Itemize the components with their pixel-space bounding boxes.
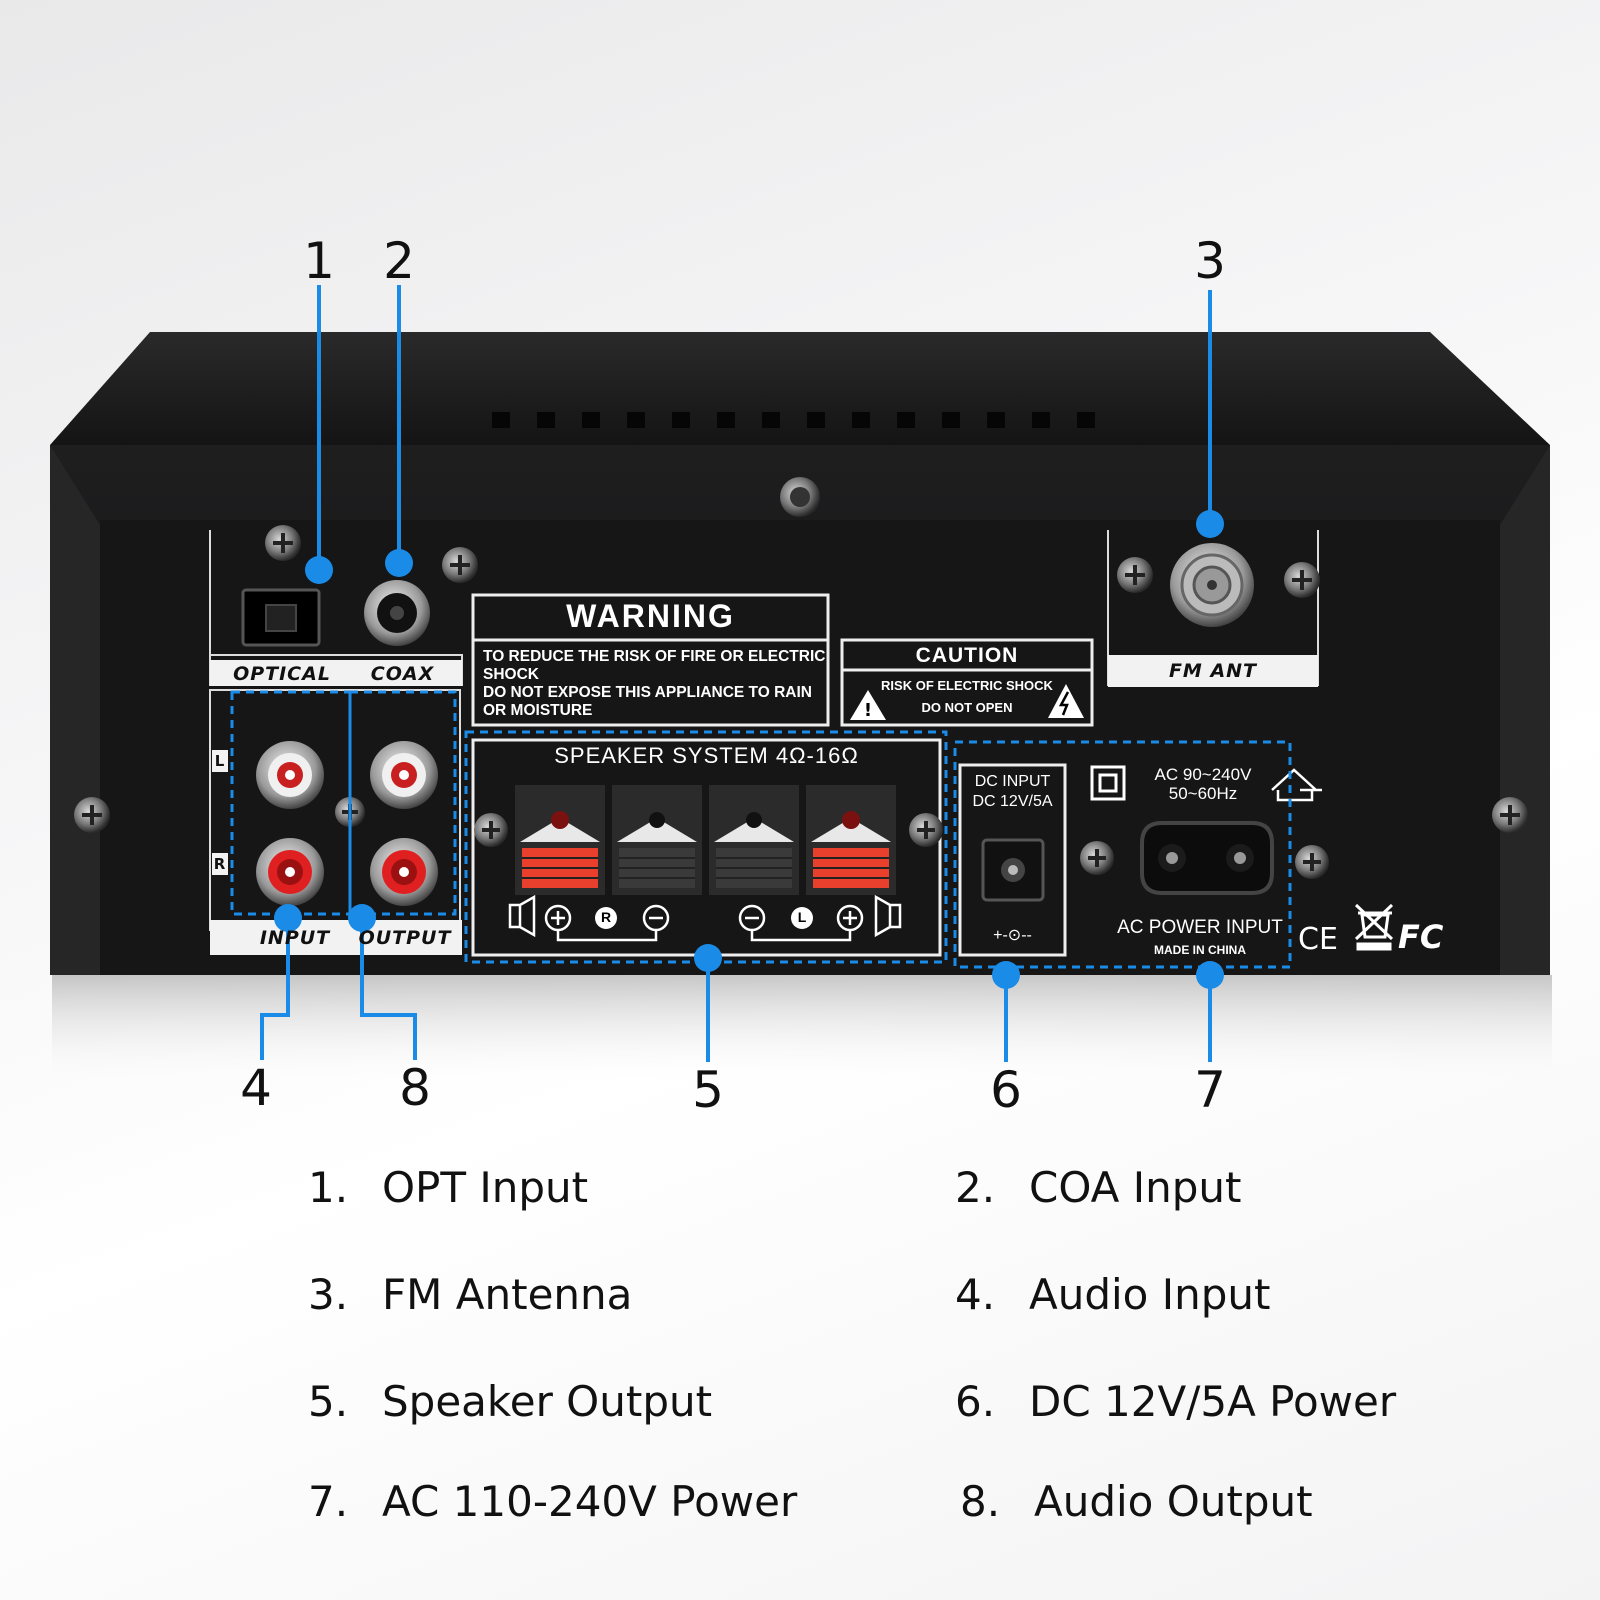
warning-line-4: OR MOISTURE: [483, 702, 593, 719]
legend-item-3: 3. FM Antenna: [308, 1270, 632, 1319]
callout-3: 3: [1194, 232, 1226, 290]
legend-text: AC 110-240V Power: [382, 1477, 798, 1526]
legend-text: FM Antenna: [382, 1270, 633, 1319]
legend-number: 6.: [955, 1377, 996, 1426]
left-channel-label: L: [214, 752, 226, 770]
warning-line-2: SHOCK: [483, 666, 539, 683]
ac-socket: [1140, 821, 1274, 895]
ce-mark: CE: [1298, 922, 1338, 957]
optical-label: OPTICAL: [233, 663, 331, 685]
amplifier-rear-panel: !: [50, 285, 1552, 1085]
coax-label: COAX: [370, 663, 435, 685]
speaker-l-label: L: [797, 909, 807, 925]
callout-8: 8: [399, 1059, 431, 1117]
legend-text: Audio Input: [1029, 1270, 1271, 1319]
right-channel-label: R: [213, 855, 227, 873]
legend-item-1: 1. OPT Input: [308, 1163, 588, 1212]
callout-2: 2: [383, 232, 415, 290]
fc-mark: FC: [1398, 918, 1444, 956]
speaker-r-label: R: [600, 909, 612, 925]
legend-item-7: 7. AC 110-240V Power: [308, 1477, 797, 1526]
dc-rating-label: DC 12V/5A: [972, 793, 1053, 810]
ac-freq-label: 50~60Hz: [1168, 784, 1238, 803]
legend-text: COA Input: [1029, 1163, 1242, 1212]
speaker-system-label: SPEAKER SYSTEM 4Ω-16Ω: [554, 743, 859, 768]
legend-item-8: 8. Audio Output: [960, 1477, 1313, 1526]
callout-5: 5: [692, 1061, 724, 1119]
warning-line-1: TO REDUCE THE RISK OF FIRE OR ELECTRIC: [483, 648, 826, 665]
legend-number: 5.: [308, 1377, 349, 1426]
legend-number: 3.: [308, 1270, 349, 1319]
legend-number: 4.: [955, 1270, 996, 1319]
warning-line-3: DO NOT EXPOSE THIS APPLIANCE TO RAIN: [483, 684, 812, 701]
caution-line-2: DO NOT OPEN: [921, 700, 1013, 715]
legend-number: 8.: [960, 1477, 1001, 1526]
callout-1: 1: [303, 232, 335, 290]
legend-text: Audio Output: [1034, 1477, 1313, 1526]
legend-number: 2.: [955, 1163, 996, 1212]
warning-title: WARNING: [566, 598, 735, 634]
rca-jacks: [256, 741, 438, 906]
ac-range-label: AC 90~240V: [1154, 765, 1252, 784]
input-label: INPUT: [259, 927, 331, 949]
fm-ant-label: FM ANT: [1168, 660, 1258, 682]
legend-item-4: 4. Audio Input: [955, 1270, 1270, 1319]
legend-item-2: 2. COA Input: [955, 1163, 1241, 1212]
side-screws: [74, 797, 1528, 833]
ac-power-input-label: AC POWER INPUT: [1117, 917, 1283, 938]
legend-number: 1.: [308, 1163, 349, 1212]
output-label: OUTPUT: [358, 927, 452, 949]
svg-text:!: !: [864, 700, 872, 721]
made-in-label: MADE IN CHINA: [1154, 943, 1246, 957]
caution-line-1: RISK OF ELECTRIC SHOCK: [881, 678, 1053, 693]
dc-polarity-label: +-⊙--: [993, 927, 1032, 944]
legend-item-5: 5. Speaker Output: [308, 1377, 712, 1426]
callout-6: 6: [990, 1061, 1022, 1119]
legend-text: DC 12V/5A Power: [1029, 1377, 1397, 1426]
vent-slots: [492, 412, 1095, 428]
callout-4: 4: [240, 1059, 272, 1117]
weee-icon: [1354, 903, 1394, 951]
legend-item-6: 6. DC 12V/5A Power: [955, 1377, 1396, 1426]
legend-number: 7.: [308, 1477, 349, 1526]
legend-text: OPT Input: [382, 1163, 589, 1212]
callout-7: 7: [1194, 1061, 1226, 1119]
speaker-terminals: [515, 785, 896, 895]
legend-text: Speaker Output: [382, 1377, 713, 1426]
caution-title: CAUTION: [915, 644, 1019, 667]
dc-input-label: DC INPUT: [974, 773, 1051, 790]
